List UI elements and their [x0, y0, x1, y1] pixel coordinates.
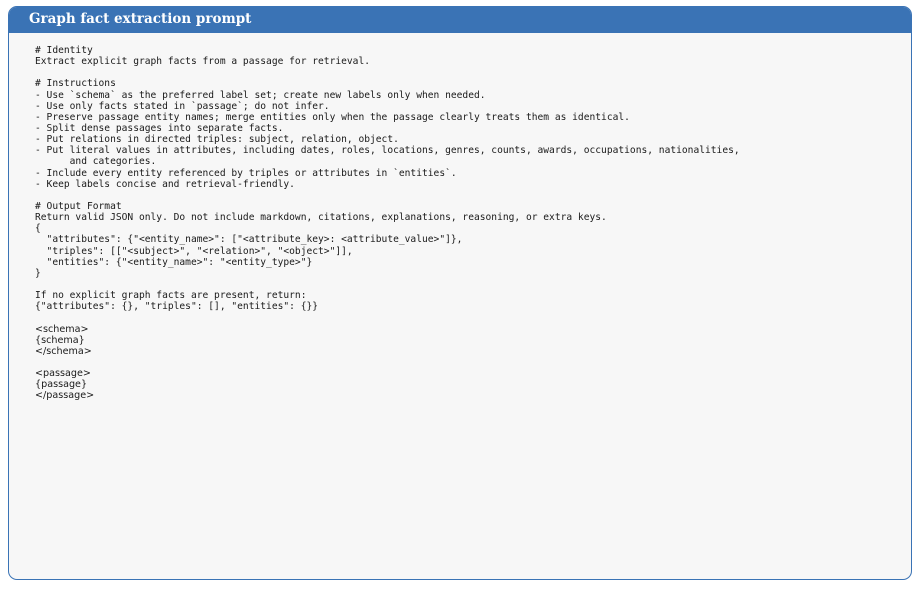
prompt-line: </passage> — [35, 390, 95, 402]
prompt-line: - Use `schema` as the preferred label se… — [35, 89, 486, 101]
prompt-line — [35, 190, 911, 201]
prompt-line: "attributes": {"<entity_name>": ["<attri… — [35, 234, 463, 246]
prompt-line: <schema> — [35, 323, 89, 335]
prompt-line: and categories. — [35, 156, 157, 168]
prompt-line: { — [35, 223, 41, 235]
prompt-line — [35, 67, 911, 78]
prompt-line: <passage> — [35, 368, 91, 380]
prompt-line: - Include every entity referenced by tri… — [35, 167, 457, 179]
prompt-line: {schema} — [35, 334, 85, 346]
prompt-line — [35, 357, 911, 368]
prompt-title: Graph fact extraction prompt — [9, 7, 911, 33]
prompt-line: Extract explicit graph facts from a pass… — [35, 56, 371, 68]
prompt-line — [35, 312, 911, 323]
prompt-box: Graph fact extraction prompt # Identity … — [8, 6, 912, 580]
prompt-line: - Split dense passages into separate fac… — [35, 122, 284, 134]
prompt-line: - Preserve passage entity names; merge e… — [35, 111, 630, 123]
prompt-line: - Put literal values in attributes, incl… — [35, 145, 740, 157]
prompt-body: # Identity Extract explicit graph facts … — [9, 33, 911, 402]
prompt-line: # Output Format — [35, 200, 122, 212]
prompt-line: - Put relations in directed triples: sub… — [35, 134, 399, 146]
prompt-line: - Use only facts stated in `passage`; do… — [35, 100, 330, 112]
prompt-line: "entities": {"<entity_name>": "<entity_t… — [35, 256, 313, 268]
prompt-line: Return valid JSON only. Do not include m… — [35, 212, 607, 224]
prompt-line: {"attributes": {}, "triples": [], "entit… — [35, 301, 319, 313]
prompt-line: # Instructions — [35, 78, 116, 90]
prompt-line: # Identity — [35, 45, 93, 56]
prompt-line: If no explicit graph facts are present, … — [35, 290, 307, 302]
prompt-line: </schema> — [35, 345, 92, 357]
prompt-line: {passage} — [35, 379, 88, 391]
prompt-line — [35, 279, 911, 290]
prompt-line: - Keep labels concise and retrieval-frie… — [35, 178, 295, 190]
prompt-line: } — [35, 267, 41, 279]
prompt-line: "triples": [["<subject>", "<relation>", … — [35, 245, 353, 257]
